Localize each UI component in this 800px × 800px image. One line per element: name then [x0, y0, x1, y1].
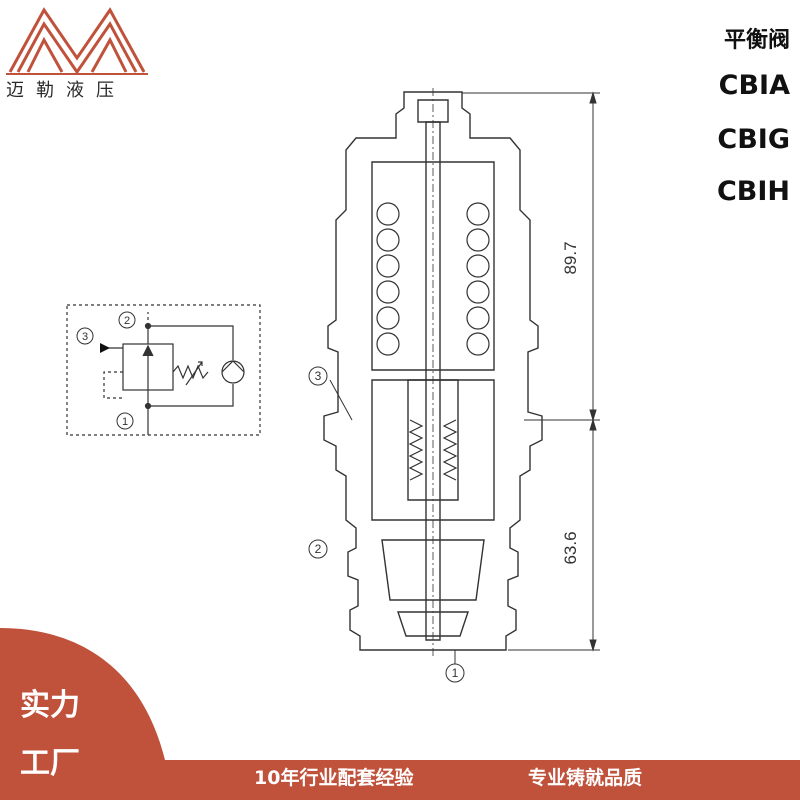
body-port-3: 3	[315, 369, 322, 383]
dimension-lower: 63.6	[561, 531, 580, 564]
brand-name: 迈勒液压	[6, 80, 126, 101]
model-cbig: CBIG	[717, 124, 790, 155]
symbol-port-3: 3	[82, 331, 88, 343]
symbol-port-2: 2	[124, 315, 130, 327]
body-port-1: 1	[452, 666, 459, 680]
body-port-2: 2	[315, 542, 322, 556]
dimension-upper: 89.7	[561, 241, 580, 274]
dimension-lines	[462, 91, 600, 652]
model-cbih: CBIH	[716, 176, 790, 207]
banner-line1: 实力	[20, 688, 80, 723]
slogan-quality: 专业铸就品质	[528, 767, 643, 789]
hydraulic-symbol	[66, 304, 261, 436]
product-title-cn: 平衡阀	[723, 28, 790, 53]
symbol-port-labels	[76, 311, 136, 430]
model-cbia: CBIA	[718, 70, 790, 101]
symbol-port-1: 1	[122, 416, 128, 428]
spring-coils	[376, 202, 490, 481]
brand-logo	[6, 7, 148, 75]
slogan-experience: 10年行业配套经验	[254, 767, 414, 789]
banner-line2: 工厂	[20, 746, 80, 781]
